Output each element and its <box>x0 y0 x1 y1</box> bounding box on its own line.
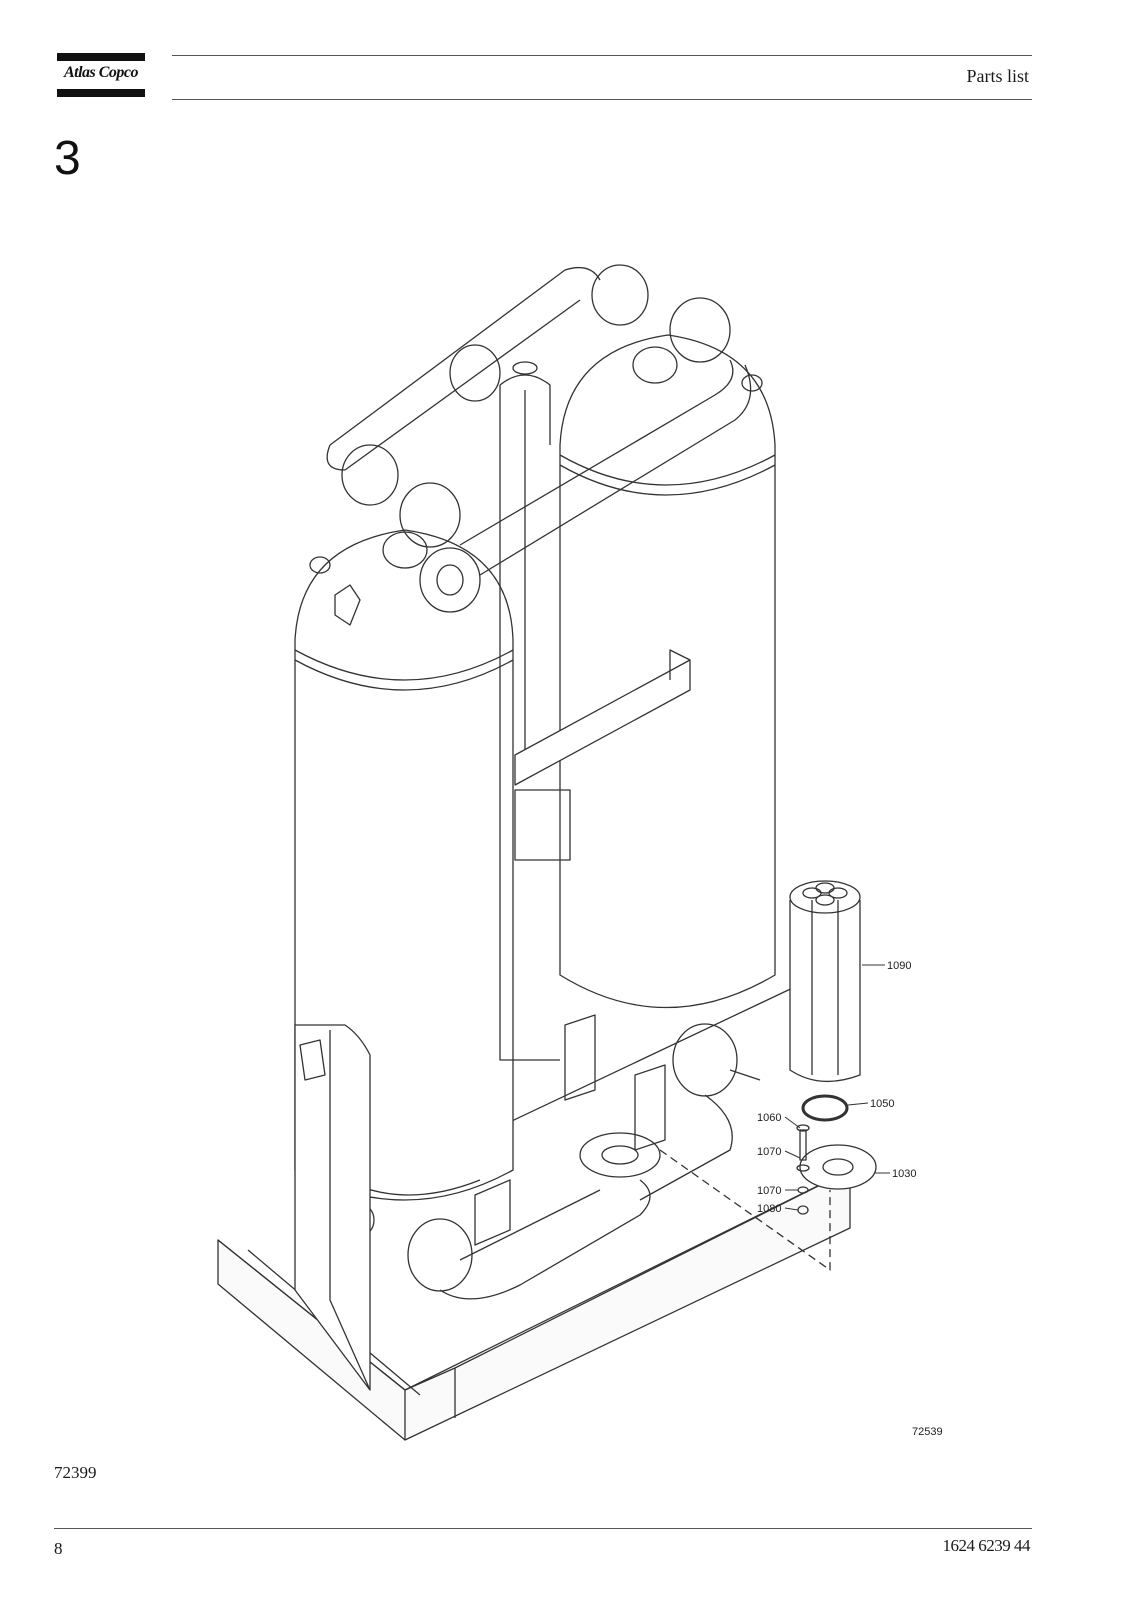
header-rule-top <box>172 55 1032 56</box>
callout-1050: 1050 <box>870 1098 894 1110</box>
footer-rule <box>54 1528 1032 1529</box>
callout-1090: 1090 <box>887 960 911 972</box>
filter-element <box>789 880 861 1083</box>
callout-1030: 1030 <box>892 1168 916 1180</box>
callout-1080: 1080 <box>757 1203 781 1215</box>
callout-1070-lower: 1070 <box>757 1185 781 1197</box>
header-rule-bottom <box>172 99 1032 100</box>
logo-bar-bottom <box>57 89 145 97</box>
logo-bar-top <box>57 53 145 61</box>
flange-assembly <box>659 1094 877 1271</box>
support-column <box>294 1024 371 1391</box>
page-number: 8 <box>54 1539 63 1558</box>
callout-1070-upper: 1070 <box>757 1146 781 1158</box>
right-vessel <box>559 334 776 1009</box>
atlas-copco-logo: Atlas Copco <box>57 53 145 98</box>
callout-1060: 1060 <box>757 1112 781 1124</box>
bottom-piping <box>345 1014 761 1300</box>
callout-labels: 1090 1050 1060 1070 1030 1070 1080 72539 <box>757 960 943 1438</box>
section-number: 3 <box>54 132 81 185</box>
drawing-reference: 72539 <box>912 1426 943 1438</box>
document-number: 1624 6239 44 <box>942 1536 1031 1555</box>
central-column <box>499 361 691 1061</box>
figure-code: 72399 <box>54 1463 97 1482</box>
logo-text: Atlas Copco <box>63 64 139 81</box>
top-piping <box>326 264 752 613</box>
header-title: Parts list <box>966 66 1029 86</box>
callout-leaders <box>784 964 890 1211</box>
